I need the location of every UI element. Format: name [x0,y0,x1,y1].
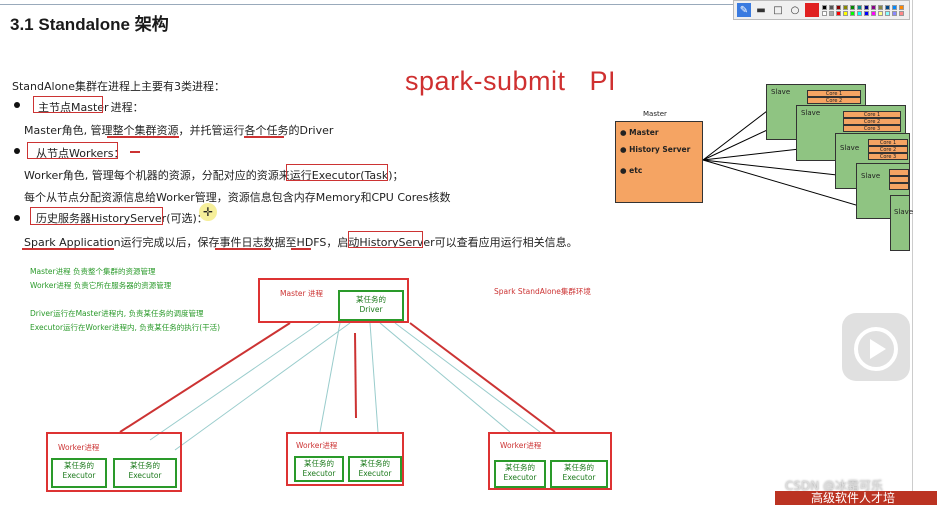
highlight-box [33,96,103,113]
diagram-master-box: ● Master ● History Server ● etc [615,121,703,203]
executor-label: 某任务的 Executor [562,463,596,482]
bullet-3-suffix: (可选)： [166,212,208,225]
bullet-1-suffix: 进程： [110,101,144,114]
note-master: Master进程 负责整个集群的资源管理 [30,267,156,276]
bullet-3-label: 历史服务器HistoryServer [36,212,167,225]
executor-label: 某任务的 Executor [358,459,392,478]
underline [22,248,114,250]
master-process-box: Master 进程 某任务的 Driver [258,278,409,323]
executor-box: 某任务的 Executor [113,458,177,488]
annotation-toolbar: ✎ ▬ □ ○ [733,0,910,20]
red-dash [130,151,140,153]
color-palette[interactable] [822,4,905,16]
highlight-box [348,231,423,248]
master-process-label: Master 进程 [280,289,323,298]
executor-box: 某任务的 Executor [294,456,344,482]
driver-box: 某任务的 Driver [338,290,404,321]
diagram-slave: Slave [890,195,913,251]
banner: 高级软件人才培 [775,491,937,505]
video-play-button[interactable] [842,313,910,381]
bullet-2-label: 从节点Workers [36,147,114,160]
bullet-2-row: 从节点Workers： [36,145,124,161]
bullet-2-desc: Worker角色, 管理每个机器的资源，分配对应的资源来运行Executor(T… [24,169,404,182]
underline [291,248,311,250]
note-driver: Driver运行在Master进程内, 负责某任务的调度管理 [30,309,204,318]
ellipse-tool-icon[interactable]: ○ [790,4,800,16]
page-title: 3.1 Standalone 架构 [10,15,169,34]
diagram-master-item: ● History Server [620,145,691,154]
play-icon [854,327,898,371]
executor-label: 某任务的 Executor [128,461,162,480]
bullet-2-suffix: ： [113,147,125,160]
pen-tool-icon[interactable]: ✎ [737,3,751,17]
worker-label: Worker进程 [58,443,100,452]
bullet-dot [14,148,20,154]
bullet-3-desc: Spark Application运行完成以后，保存事件日志数据至HDFS，启动… [24,236,578,249]
spark-submit-annotation: spark-submit PI [405,66,617,96]
executor-box: 某任务的 Executor [348,456,402,482]
executor-label: 某任务的 Executor [62,461,96,480]
cursor-icon: ✛ [199,203,217,221]
executor-label: 某任务的 Executor [503,463,537,482]
diagram-master-title: Master [643,110,667,118]
bullet-dot [14,215,20,221]
bullet-1-label: 主节点Master [38,101,109,114]
bullet-dot [14,102,20,108]
highlight-box [286,164,388,181]
worker-label: Worker进程 [500,441,542,450]
rectangle-tool-icon[interactable]: ▬ [756,4,766,16]
worker-label: Worker进程 [296,441,338,450]
bullet-3-row: 历史服务器HistoryServer(可选)： [36,210,208,226]
underline [215,248,271,250]
worker-box-3: Worker进程 某任务的 Executor 某任务的 Executor [488,432,612,490]
worker-box-2: Worker进程 某任务的 Executor 某任务的 Executor [286,432,404,486]
diagram-master-item: ● Master [620,128,659,137]
bullet-1-desc: Master角色, 管理整个集群资源，并托管运行各个任务的Driver [24,124,334,137]
driver-label: 某任务的 Driver [356,295,386,314]
executor-box: 某任务的 Executor [51,458,107,488]
square-tool-icon[interactable]: □ [773,4,783,16]
executor-box: 某任务的 Executor [494,460,546,488]
top-divider [0,4,735,5]
executor-label: 某任务的 Executor [302,459,336,478]
intro-text: StandAlone集群在进程上主要有3类进程： [12,80,226,93]
active-color-icon[interactable] [805,3,819,17]
bullet-2-desc2: 每个从节点分配资源信息给Worker管理，资源信息包含内存Memory和CPU … [24,191,451,204]
note-worker: Worker进程 负责它所在服务器的资源管理 [30,281,172,290]
underline [244,136,284,138]
executor-box: 某任务的 Executor [550,460,608,488]
diagram-master-item: ● etc [620,166,643,175]
right-divider [912,0,913,505]
watermark: CSDN @冰霜可乐 [785,479,884,493]
highlight-box [27,142,118,159]
env-label: Spark StandAlone集群环境 [494,287,591,296]
highlight-box [30,207,163,225]
worker-box-1: Worker进程 某任务的 Executor 某任务的 Executor [46,432,182,492]
note-executor: Executor运行在Worker进程内, 负责某任务的执行(干活) [30,323,221,332]
underline [107,136,179,138]
